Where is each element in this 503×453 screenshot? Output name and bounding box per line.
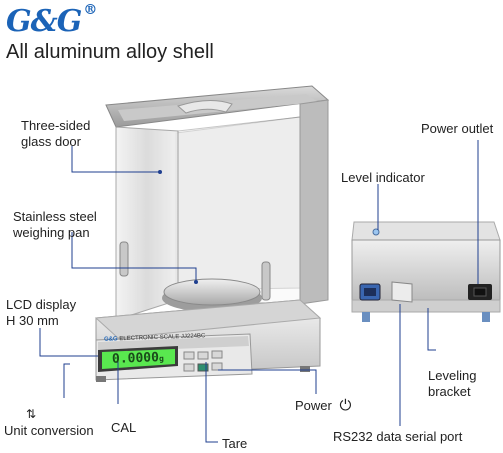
label-pan-line2: weighing pan	[13, 225, 90, 240]
brand-logo: G&G®	[6, 2, 97, 39]
registered-mark: ®	[83, 2, 97, 18]
label-glass-door-line2: glass door	[21, 134, 81, 149]
label-glass-door-line1: Three-sided	[21, 118, 91, 133]
label-glass-door: Three-sided glass door	[21, 118, 90, 150]
headline: All aluminum alloy shell	[6, 41, 214, 63]
label-unit-conversion: ⇅ Unit conversion	[4, 406, 94, 439]
panel-brand: G&G	[103, 336, 118, 343]
label-lcd-line2: H 30 mm	[6, 313, 59, 328]
leader-lines	[39, 140, 479, 443]
label-leveling-line1: Leveling	[428, 368, 477, 383]
lcd-value: 0.0000	[111, 350, 160, 367]
power-icon: ⏻	[339, 397, 352, 414]
label-tare: Tare	[222, 436, 248, 451]
label-rs232: RS232 data serial port	[333, 429, 463, 444]
panel-model: JJ224BC	[180, 333, 206, 341]
label-lcd-line1: LCD display	[6, 297, 77, 312]
logo-text: G&G	[6, 4, 82, 39]
label-power-outlet: Power outlet	[421, 121, 494, 136]
label-unit-conversion-text: Unit conversion	[4, 423, 94, 438]
rear-view	[351, 221, 501, 322]
unit-conversion-icon: ⇅	[26, 407, 37, 421]
lcd-readout: 0.0000g	[112, 350, 164, 367]
label-weighing-pan: Stainless steel weighing pan	[13, 209, 97, 241]
label-lcd-display: LCD display H 30 mm	[6, 297, 76, 329]
label-power: Power ⏻	[295, 398, 351, 414]
label-level-indicator: Level indicator	[341, 170, 425, 185]
label-leveling-bracket: Leveling bracket	[428, 368, 476, 400]
label-pan-line1: Stainless steel	[13, 209, 97, 224]
label-cal: CAL	[111, 420, 137, 435]
label-power-text: Power	[295, 398, 332, 413]
scale-body	[94, 85, 330, 382]
label-leveling-line2: bracket	[428, 384, 471, 399]
lcd-unit: g	[158, 354, 164, 364]
